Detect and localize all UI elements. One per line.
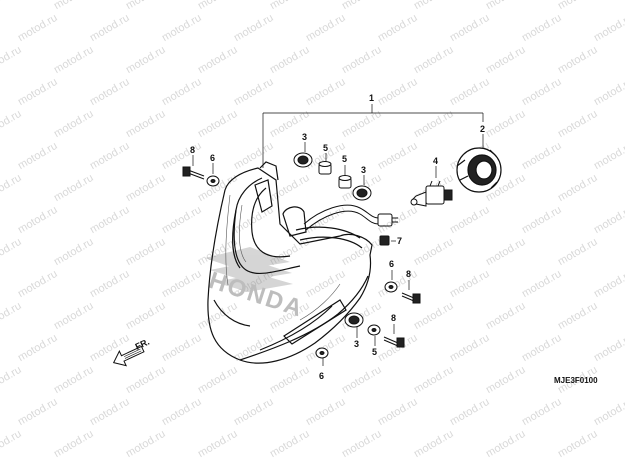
callout-6-upper-left: 6 — [210, 153, 215, 163]
headlight-rim — [456, 147, 502, 193]
grommet-top — [293, 152, 313, 168]
headlight-bulb — [410, 180, 453, 207]
bolt-bottom — [383, 336, 405, 348]
front-direction-label: FR. — [134, 337, 151, 352]
headlight-housing-shading — [225, 194, 341, 321]
grommet-right — [352, 185, 372, 201]
callout-5-middle: 5 — [342, 154, 347, 164]
collar-top — [318, 161, 332, 175]
callout-4: 4 — [433, 156, 438, 166]
callout-3-right: 3 — [361, 165, 366, 175]
callout-8-right: 8 — [406, 269, 411, 279]
bolt-upper-left — [182, 166, 205, 180]
headlight-housing — [207, 161, 373, 364]
leader-lines — [192, 104, 484, 366]
callout-6-right: 6 — [389, 259, 394, 269]
grommet-bottom — [344, 312, 364, 328]
callout-5-top: 5 — [323, 143, 328, 153]
callout-7: 7 — [397, 236, 402, 246]
washer-bottom-left — [315, 347, 329, 359]
callout-1: 1 — [369, 93, 374, 103]
washer-upper-left — [206, 175, 220, 187]
collar-middle — [338, 175, 352, 189]
callout-6-bottom: 6 — [319, 371, 324, 381]
front-direction-arrow — [112, 345, 145, 367]
callout-5-bottom: 5 — [372, 347, 377, 357]
washer-right — [384, 281, 398, 293]
callout-3-bottom: 3 — [354, 339, 359, 349]
callout-3-top: 3 — [302, 132, 307, 142]
diagram-code: MJE3F0100 — [554, 376, 598, 385]
collar-bottom — [367, 324, 381, 336]
wiring-harness — [303, 204, 398, 231]
bolt-right — [401, 292, 421, 304]
callout-2: 2 — [480, 124, 485, 134]
callout-8-bottom: 8 — [391, 313, 396, 323]
callout-8-upper-left: 8 — [190, 145, 195, 155]
clip — [379, 235, 390, 246]
